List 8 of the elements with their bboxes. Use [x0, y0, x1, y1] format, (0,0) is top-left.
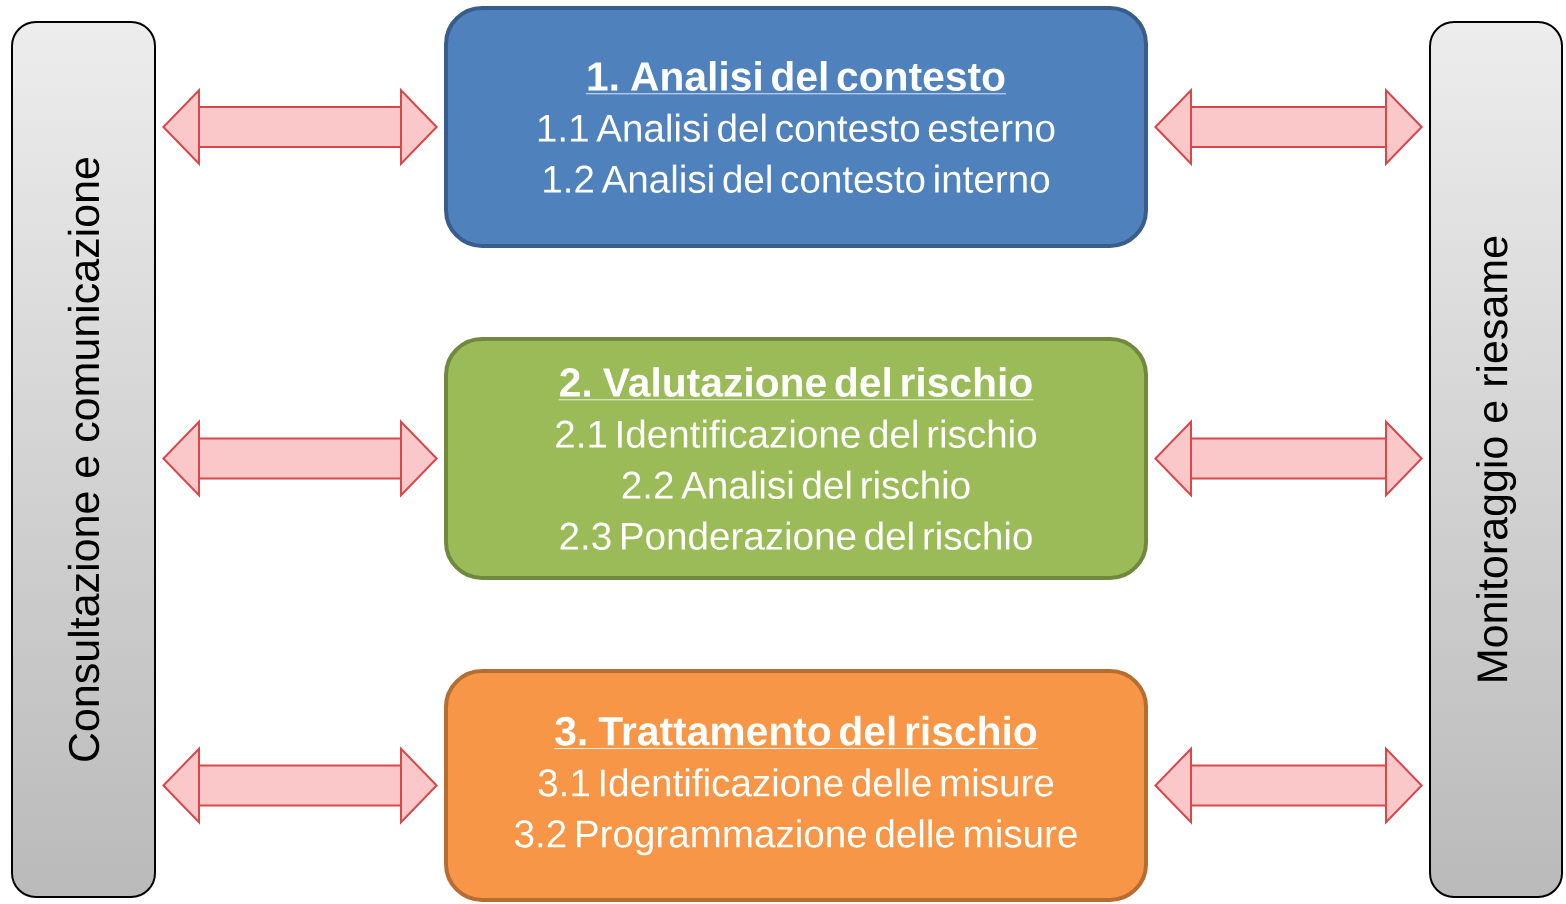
- side-panel: Consultazione e comunicazione: [11, 21, 156, 898]
- process-box: 3. Trattamento del rischio 3.1 Identificazione delle misure 3.2 Programmazione delle misure: [444, 669, 1148, 902]
- side-panel: Monitoraggio e riesame: [1429, 21, 1564, 898]
- double-arrow: [162, 419, 438, 498]
- double-arrow: [162, 87, 438, 167]
- process-box: 2. Valutazione del rischio 2.1 Identificazione del rischio 2.2 Analisi del rischio 2.3 Ponderazione del rischio: [444, 337, 1148, 580]
- double-arrow: [162, 746, 438, 825]
- process-box: 1. Analisi del contesto 1.1 Analisi del contesto esterno 1.2 Analisi del contesto interno: [444, 6, 1148, 248]
